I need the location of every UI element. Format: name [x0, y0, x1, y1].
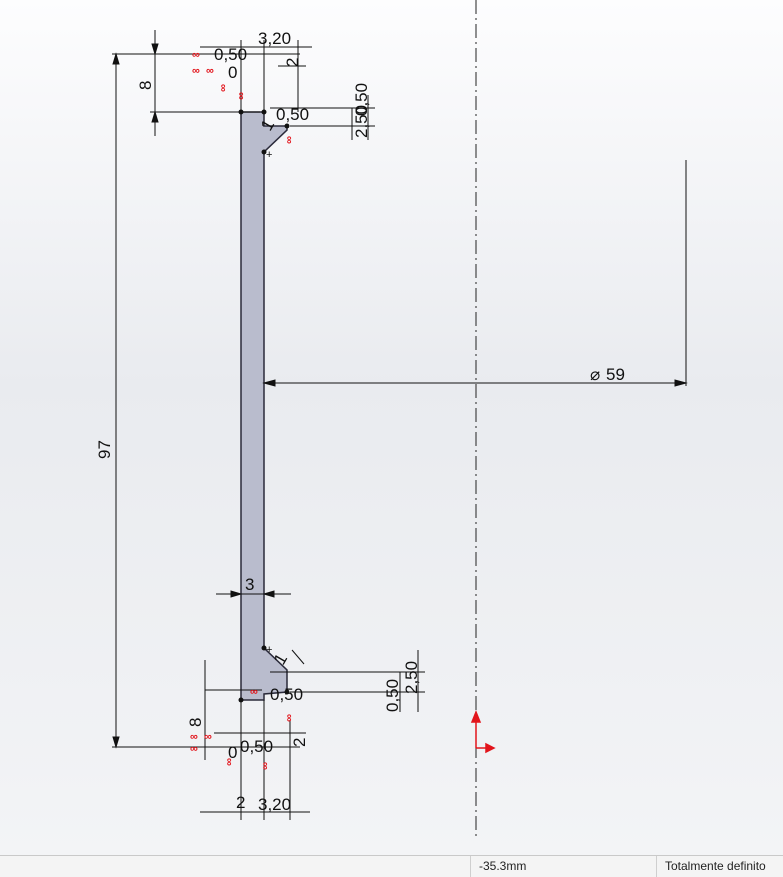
dim-top-width-label[interactable]: 3,20 [258, 29, 291, 48]
dim-bottom-right-b-label[interactable]: 0,50 [383, 679, 402, 712]
relation-icon[interactable]: ∞ [206, 65, 214, 77]
relation-icon[interactable]: ∞ [192, 65, 200, 77]
dim-bottom-step-label[interactable]: 2 [236, 793, 245, 812]
dim-wall-thickness[interactable] [216, 590, 291, 598]
relation-icon[interactable]: ∞ [283, 714, 295, 722]
dim-bottom-right-a-label[interactable]: 2,50 [402, 661, 421, 694]
dim-top-right-b-label[interactable]: 0,50 [352, 83, 371, 116]
dim-top-small-value[interactable]: 0,50 [214, 45, 247, 64]
dim-bottom-width-label[interactable]: 3,20 [258, 795, 291, 814]
dim-bottom-offset-label[interactable]: 8 [186, 718, 205, 727]
point-marker: + [266, 149, 272, 161]
cursor-coordinate: -35.3mm [470, 856, 655, 877]
sketch-point[interactable] [284, 123, 290, 129]
dim-top-small-value-2[interactable]: 0,50 [276, 105, 309, 124]
relation-icon[interactable]: ∞ [217, 84, 229, 92]
dim-diameter[interactable] [262, 160, 688, 387]
dim-diameter-symbol: ⌀ [590, 365, 600, 384]
relation-icon[interactable]: ∞ [235, 92, 247, 100]
dim-top-step-label[interactable]: 2 [283, 58, 302, 67]
dim-top-offset[interactable] [150, 30, 260, 136]
dim-top-small-zero[interactable]: 0 [228, 63, 237, 82]
dim-bottom-small-value[interactable]: 0,50 [270, 685, 303, 704]
sketch-status[interactable]: Totalmente definito [656, 856, 783, 877]
dim-bottom-small-value-2[interactable]: 0,50 [240, 737, 273, 756]
sketch-point[interactable] [261, 645, 267, 651]
dim-diameter-label[interactable]: 59 [606, 365, 625, 384]
sketch-canvas[interactable]: + + 97 8 8 3 ⌀ 59 [0, 0, 783, 855]
origin-axis-icon [470, 709, 496, 754]
dim-overall-height-label[interactable]: 97 [95, 440, 114, 459]
dim-overall-height[interactable] [112, 52, 300, 749]
dim-bottom-small-zero[interactable]: 0 [228, 743, 237, 762]
relation-icon[interactable]: ∞ [190, 743, 198, 755]
relation-icon[interactable]: ∞ [283, 136, 295, 144]
relation-icon[interactable]: ∞ [190, 731, 198, 743]
bottom-dim-cluster [200, 649, 425, 820]
point-marker: + [266, 644, 272, 656]
top-dim-cluster [200, 40, 375, 140]
relation-icon[interactable]: ∞ [250, 686, 258, 698]
sketch-point[interactable] [284, 689, 290, 695]
relation-icons: ∞ ∞ ∞ ∞ ∞ ∞ ∞ ∞ ∞ ∞ ∞ ∞ ∞ [190, 49, 295, 770]
dim-top-right-a-label[interactable]: 2,50 [352, 105, 371, 138]
relation-icon[interactable]: ∞ [192, 49, 200, 61]
relation-icon[interactable]: ∞ [223, 758, 235, 766]
sketch-drawing[interactable]: + + 97 8 8 3 ⌀ 59 [0, 0, 783, 855]
sketch-point[interactable] [261, 149, 267, 155]
status-bar: -35.3mm Totalmente definito [0, 855, 783, 877]
dim-wall-thickness-label[interactable]: 3 [245, 575, 254, 594]
relation-icon[interactable]: ∞ [204, 731, 212, 743]
relation-icon[interactable]: ∞ [259, 762, 271, 770]
dim-bottom-gap-label[interactable]: 2 [290, 738, 309, 747]
dim-top-offset-label[interactable]: 8 [136, 81, 155, 90]
